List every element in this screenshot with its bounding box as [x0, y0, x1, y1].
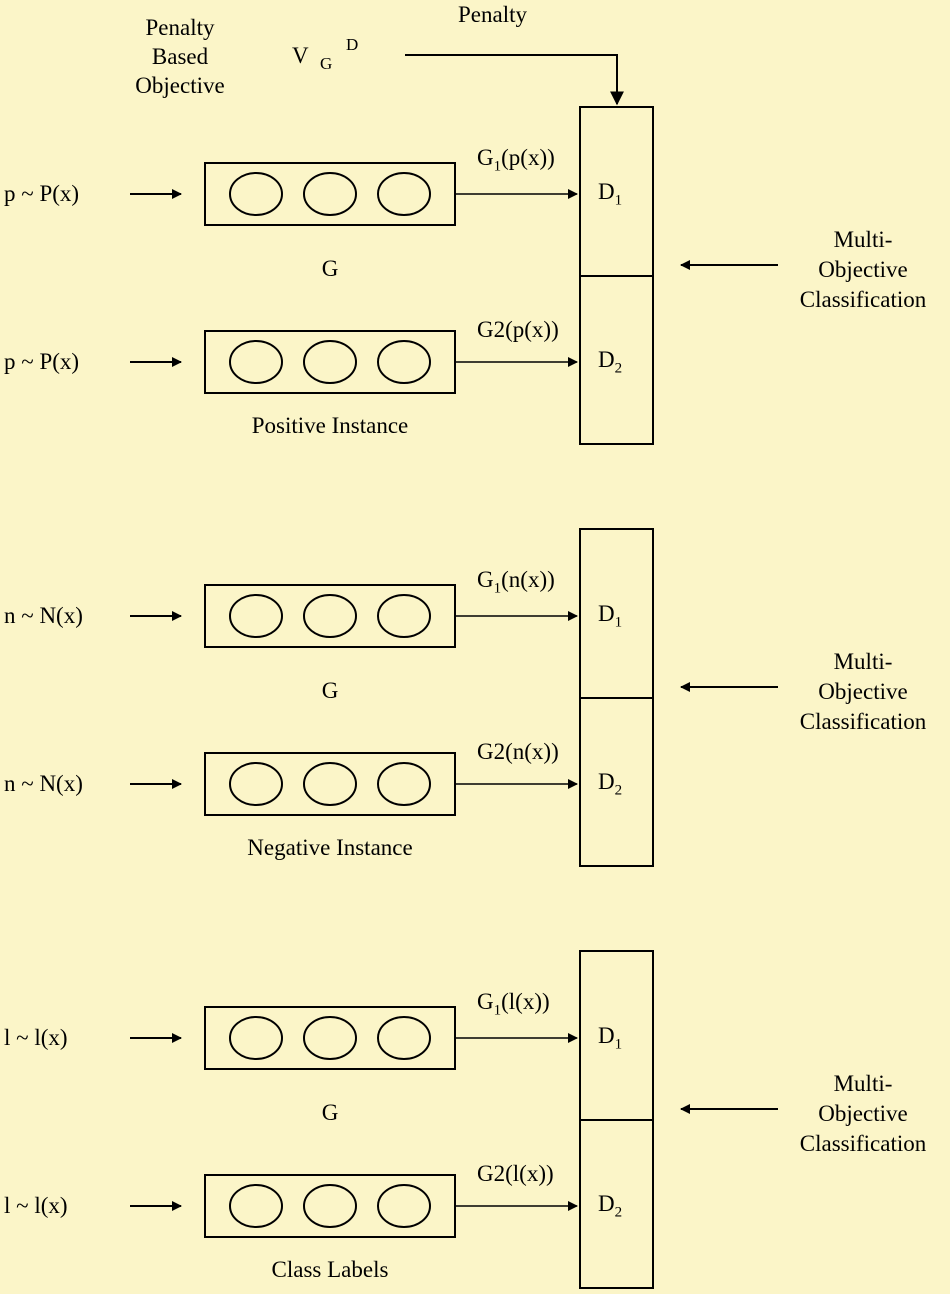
- generator-neuron-circle: [303, 762, 357, 806]
- multi-objective-label-line-2: Objective: [818, 679, 908, 704]
- generator-neuron-circle: [229, 172, 283, 216]
- generator-neuron-circle: [303, 340, 357, 384]
- generator-neuron-circle: [377, 762, 431, 806]
- generator-neuron-circle: [377, 594, 431, 638]
- input-distribution-label: n ~ N(x): [4, 603, 83, 628]
- discriminator-d2-box: [579, 697, 654, 867]
- input-distribution-label: n ~ N(x): [4, 771, 83, 796]
- instance-caption: Class Labels: [271, 1257, 389, 1282]
- generator-neuron-circle: [303, 594, 357, 638]
- instance-caption: Positive Instance: [251, 413, 409, 438]
- multi-objective-label-line-3: Classification: [799, 287, 927, 312]
- discriminator-d2-box: [579, 1119, 654, 1289]
- generator-neuron-circle: [377, 172, 431, 216]
- discriminator-d2-box: [579, 275, 654, 445]
- value-function-sup: D: [346, 35, 359, 54]
- multi-objective-label-line-3: Classification: [799, 709, 927, 734]
- generator-neuron-circle: [303, 1016, 357, 1060]
- objective-label-line-1: Penalty: [145, 15, 215, 40]
- generator-neuron-circle: [229, 340, 283, 384]
- instance-caption: Negative Instance: [247, 835, 413, 860]
- multi-objective-label-line-3: Classification: [799, 1131, 927, 1156]
- generator-output-2-label: G2(p(x)): [477, 317, 559, 342]
- generator-output-1-label: G1(p(x)): [477, 145, 555, 175]
- penalty-label: Penalty: [458, 2, 527, 27]
- input-distribution-label: p ~ P(x): [4, 349, 80, 374]
- discriminator-d2-label: D2: [598, 769, 623, 799]
- generator-output-1-label: G1(n(x)): [477, 567, 555, 597]
- multi-objective-label-line-1: Multi-: [833, 1071, 893, 1096]
- objective-label-line-3: Objective: [135, 73, 225, 98]
- generator-neuron-circle: [229, 762, 283, 806]
- value-function-label: V: [292, 43, 309, 68]
- discriminator-d1-label: D1: [598, 1023, 623, 1053]
- generator-neuron-circle: [229, 1184, 283, 1228]
- multi-objective-label-line-2: Objective: [818, 1101, 908, 1126]
- multi-objective-label-line-1: Multi-: [833, 227, 893, 252]
- discriminator-d2-label: D2: [598, 1191, 623, 1221]
- value-function-sub: G: [320, 54, 333, 73]
- penalty-arrow: [405, 54, 624, 106]
- generator-neuron-circle: [229, 1016, 283, 1060]
- objective-label-line-2: Based: [151, 44, 209, 69]
- generator-neuron-circle: [377, 340, 431, 384]
- generator-label: G: [321, 678, 339, 703]
- input-distribution-label: l ~ l(x): [4, 1193, 68, 1218]
- generator-neuron-circle: [377, 1184, 431, 1228]
- discriminator-d1-label: D1: [598, 179, 623, 209]
- generator-neuron-circle: [303, 172, 357, 216]
- generator-label: G: [321, 256, 339, 281]
- generator-label: G: [321, 1100, 339, 1125]
- multi-objective-label-line-2: Objective: [818, 257, 908, 282]
- generator-neuron-circle: [229, 594, 283, 638]
- generator-neuron-circle: [303, 1184, 357, 1228]
- discriminator-d2-label: D2: [598, 347, 623, 377]
- generator-output-2-label: G2(l(x)): [477, 1161, 554, 1186]
- generator-output-2-label: G2(n(x)): [477, 739, 559, 764]
- input-distribution-label: p ~ P(x): [4, 181, 80, 206]
- input-distribution-label: l ~ l(x): [4, 1025, 68, 1050]
- discriminator-d1-label: D1: [598, 601, 623, 631]
- generator-neuron-circle: [377, 1016, 431, 1060]
- multi-objective-label-line-1: Multi-: [833, 649, 893, 674]
- generator-output-1-label: G1(l(x)): [477, 989, 550, 1019]
